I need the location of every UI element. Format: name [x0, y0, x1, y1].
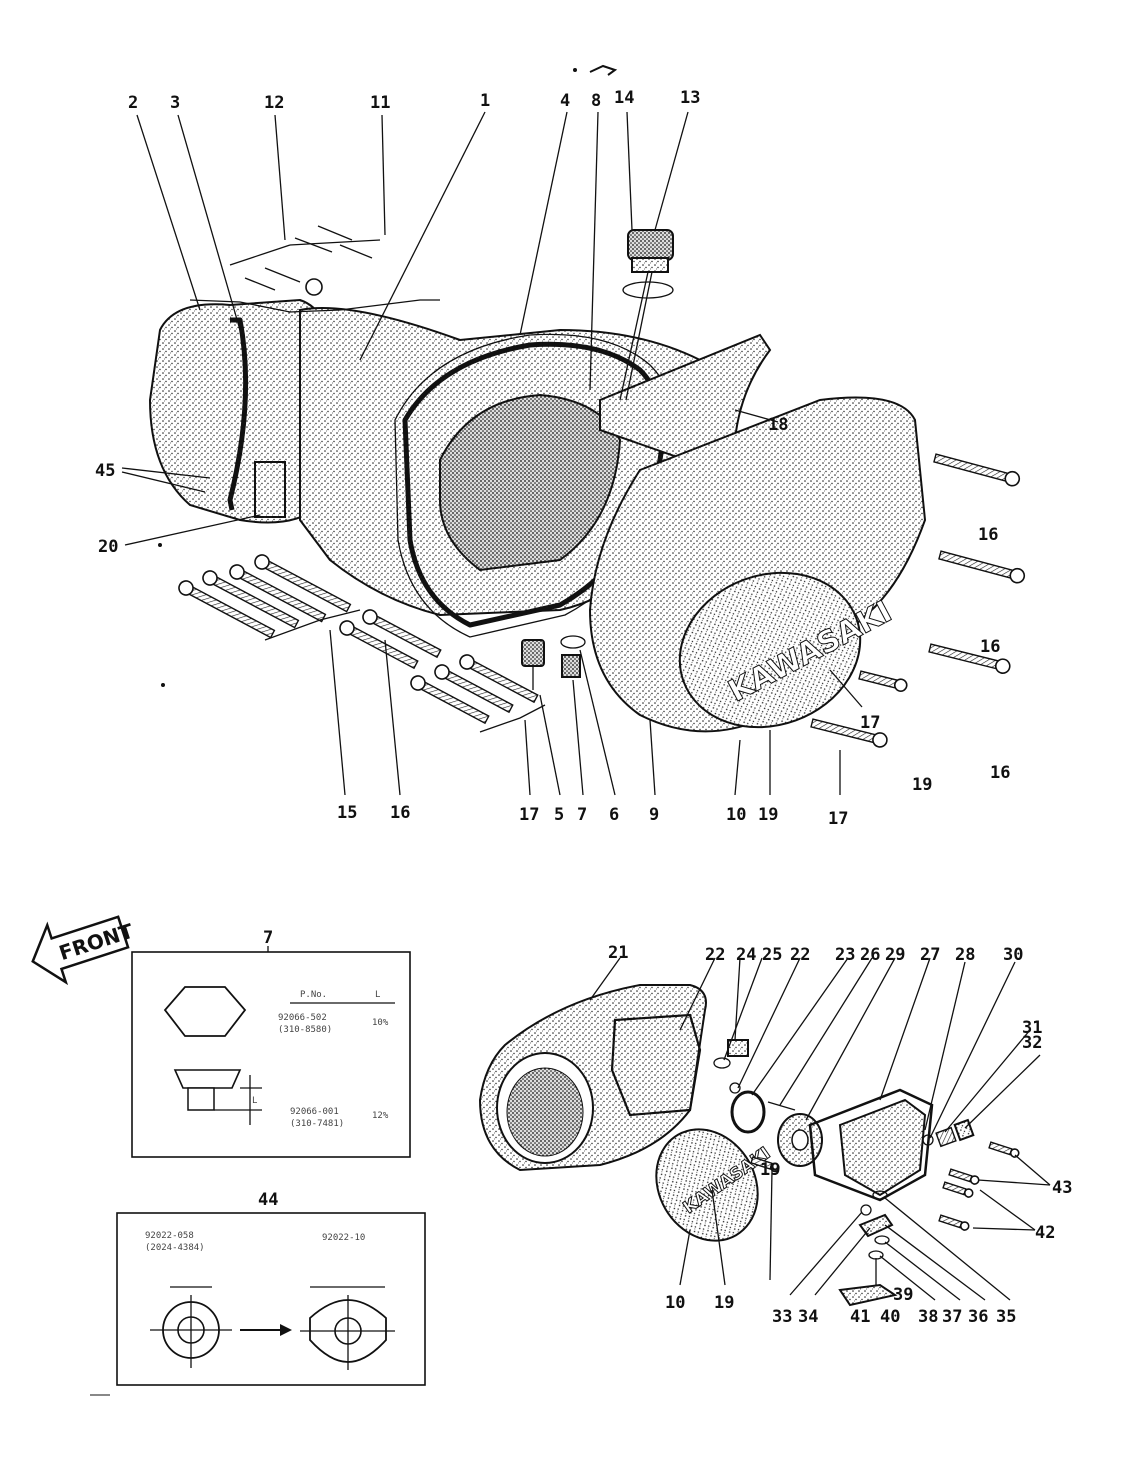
callout-21: 21 — [608, 943, 628, 963]
long-bolts-right — [810, 453, 1026, 748]
callout-22b: 22 — [790, 945, 810, 965]
callout-37: 37 — [942, 1307, 962, 1327]
inset-7-row2-pno-b: (310-7481) — [290, 1119, 344, 1129]
top-bolts — [229, 225, 381, 296]
callout-29: 29 — [885, 945, 905, 965]
callout-19b: 19 — [758, 805, 778, 825]
callout-24: 24 — [736, 945, 756, 965]
inset-7-header-l: L — [375, 990, 380, 1000]
callout-39: 39 — [893, 1285, 913, 1305]
callout-10b: 10 — [665, 1293, 685, 1313]
inset-44-left-a: 92022-058 — [145, 1231, 194, 1241]
inset-44-right-a: 92022-10 — [322, 1233, 365, 1243]
magneto-cover-assembly: KAWASAKI — [478, 984, 1020, 1307]
callout-12: 12 — [264, 93, 284, 113]
leader-lines-top — [121, 111, 863, 796]
callout-43: 43 — [1052, 1178, 1072, 1198]
callout-34: 34 — [798, 1307, 818, 1327]
inset-7-row1-pno-a: 92066-502 — [278, 1013, 327, 1023]
callouts-top: 2 3 12 11 1 4 8 14 13 18 45 20 16 16 17 … — [95, 88, 1010, 829]
inset-7-dim-label: L — [252, 1096, 257, 1106]
inset-7-row2-l: 12% — [372, 1111, 389, 1121]
callout-22a: 22 — [705, 945, 725, 965]
inset-44-title: 44 — [258, 1190, 278, 1210]
callout-16d: 16 — [390, 803, 410, 823]
callout-42: 42 — [1035, 1223, 1055, 1243]
callout-19d: 19 — [760, 1160, 780, 1180]
inset-7-row2-pno-a: 92066-001 — [290, 1107, 339, 1117]
callout-17a: 17 — [860, 713, 880, 733]
callout-2: 2 — [128, 93, 138, 113]
callout-32: 32 — [1022, 1033, 1042, 1053]
callout-38: 38 — [918, 1307, 938, 1327]
callout-16c: 16 — [990, 763, 1010, 783]
callout-18: 18 — [768, 415, 788, 435]
callout-16a: 16 — [978, 525, 998, 545]
callout-4: 4 — [560, 91, 570, 111]
callout-7a: 7 — [577, 805, 587, 825]
callouts-bottom: 21 22 24 25 22 23 26 29 27 28 30 31 32 4… — [608, 943, 1072, 1327]
callout-36: 36 — [968, 1307, 988, 1327]
scan-specks — [90, 64, 618, 1396]
callout-41: 41 — [850, 1307, 870, 1327]
callout-31: 31 — [1022, 1018, 1042, 1038]
callout-13: 13 — [680, 88, 700, 108]
callout-11: 11 — [370, 93, 390, 113]
callout-6: 6 — [609, 805, 619, 825]
callout-10a: 10 — [726, 805, 746, 825]
callout-9: 9 — [649, 805, 659, 825]
callout-17b: 17 — [519, 805, 539, 825]
callout-23: 23 — [835, 945, 855, 965]
inset-44: 44 92022-058 (2024-4384) 92022-10 — [116, 1190, 426, 1386]
callout-27: 27 — [920, 945, 940, 965]
leader-lines-bottom — [589, 957, 1051, 1301]
callout-20: 20 — [98, 537, 118, 557]
inset-7-title: 7 — [263, 928, 273, 948]
callout-30: 30 — [1003, 945, 1023, 965]
callout-17c: 17 — [828, 809, 848, 829]
callout-45: 45 — [95, 461, 115, 481]
inset-7-row1-l: 10% — [372, 1018, 389, 1028]
callout-33: 33 — [772, 1307, 792, 1327]
inset-7-row1-pno-b: (310-8580) — [278, 1025, 332, 1035]
callout-35: 35 — [996, 1307, 1016, 1327]
inset-7: 7 L P.No. L 92066-502 (310-8580) 10% 920… — [131, 928, 411, 1158]
callout-1: 1 — [480, 91, 490, 111]
callout-8: 8 — [591, 91, 601, 111]
callout-5: 5 — [554, 805, 564, 825]
inset-7-header-pno: P.No. — [300, 990, 327, 1000]
callout-40: 40 — [880, 1307, 900, 1327]
long-bolts-left — [178, 554, 586, 733]
callout-3: 3 — [170, 93, 180, 113]
inset-44-left-b: (2024-4384) — [145, 1243, 205, 1253]
callout-19a: 19 — [912, 775, 932, 795]
front-arrow: FRONT — [31, 915, 136, 986]
callout-25: 25 — [762, 945, 782, 965]
callout-15: 15 — [337, 803, 357, 823]
callout-16b: 16 — [980, 637, 1000, 657]
callout-19c: 19 — [714, 1293, 734, 1313]
callout-14: 14 — [614, 88, 634, 108]
callout-26: 26 — [860, 945, 880, 965]
callout-28: 28 — [955, 945, 975, 965]
